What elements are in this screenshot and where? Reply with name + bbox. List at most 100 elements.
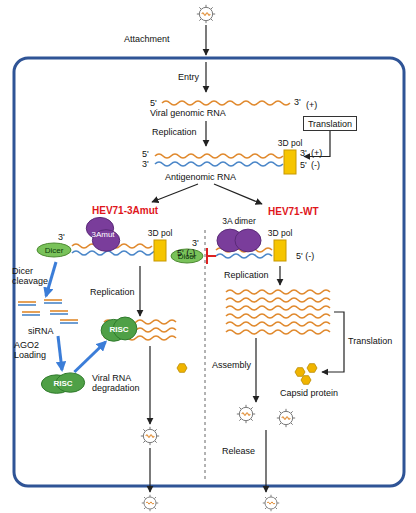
node-label: 3D pol	[146, 228, 174, 239]
polymerase-rect	[154, 240, 166, 261]
node-label: 3D pol	[276, 138, 304, 149]
sirna-strand	[18, 301, 36, 303]
text-label: 3'	[192, 238, 199, 248]
text-label: Release	[222, 446, 255, 456]
sirna-strand	[44, 302, 62, 304]
text-label: Dicer cleavage	[12, 266, 52, 286]
rna-strand	[226, 290, 330, 294]
text-label: HEV71-3Amut	[92, 205, 158, 216]
dicer-enzyme: Dicer	[36, 242, 72, 258]
flow-arrow	[265, 430, 266, 492]
process-box: Translation	[303, 116, 357, 131]
translation-bracket	[322, 312, 344, 372]
text-label: 5' (-)	[296, 251, 314, 261]
polymerase-rect	[274, 240, 286, 261]
node-shape	[276, 149, 304, 175]
virus-icon	[197, 5, 215, 23]
sirna-strand	[50, 313, 68, 315]
text-label: Viral genomic RNA	[150, 108, 226, 118]
rna-strand	[226, 314, 330, 318]
sirna-strand	[18, 304, 36, 306]
text-label: Attachment	[124, 34, 170, 44]
rna-strand	[226, 322, 330, 326]
polymerase: 3D pol	[276, 138, 304, 175]
node-text: Dicer	[36, 246, 72, 255]
node-shape	[266, 239, 294, 262]
text-label: Replication	[224, 270, 269, 280]
virus-icon	[141, 427, 159, 445]
flow-arrow	[139, 266, 140, 316]
rna-strand	[72, 251, 160, 255]
protein-3a-dimer: 3A dimer	[214, 216, 264, 254]
node-text: 3Amut	[84, 230, 122, 239]
node-shape	[214, 227, 264, 254]
text-label: siRNA	[28, 326, 54, 336]
flow-arrow	[255, 338, 256, 402]
polymerase: 3D pol	[266, 228, 294, 262]
text-label: Translation	[348, 336, 392, 346]
text-label: (-)	[311, 160, 320, 170]
text-label: 5' (-)	[177, 248, 195, 258]
text-label: (+)	[306, 100, 317, 110]
sirna-strand	[22, 314, 40, 316]
node-text: RISC	[100, 325, 138, 334]
text-label: Antigenomic RNA	[165, 172, 236, 182]
flow-arrow	[149, 448, 150, 492]
loading-arrow	[58, 336, 62, 370]
text-label: 3'	[294, 97, 301, 107]
node-label: 3D pol	[266, 228, 294, 239]
polymerase: 3D pol	[146, 228, 174, 262]
cell-membrane	[14, 58, 404, 486]
text-label: 5'	[150, 98, 157, 108]
rna-strand	[155, 154, 283, 158]
flow-arrow	[205, 121, 206, 146]
protein-oval	[235, 229, 261, 252]
sirna-strand	[60, 322, 78, 324]
rna-strand	[226, 298, 330, 302]
virus-icon	[263, 495, 280, 512]
polymerase-rect	[284, 150, 296, 174]
divider-line	[205, 230, 206, 482]
flow-arrow	[152, 184, 198, 202]
text-label: Replication	[152, 127, 197, 137]
virus-icon	[142, 495, 159, 512]
text-label: 5'	[142, 149, 149, 159]
node-text: RISC	[40, 379, 86, 388]
flow-arrow	[205, 25, 206, 55]
flow-arrow	[205, 62, 206, 92]
text-label: (+)	[311, 148, 322, 158]
sirna-strand	[44, 299, 62, 301]
text-label: 3'	[58, 232, 65, 242]
text-label: HEV71-WT	[268, 206, 319, 217]
capsid-hexagon	[301, 376, 311, 385]
text-label: Assembly	[212, 360, 251, 370]
capsid-hexagon	[295, 368, 305, 377]
rna-strand	[226, 306, 330, 310]
text-label: 5'	[300, 160, 307, 170]
rna-strand	[155, 162, 283, 166]
rna-strand	[162, 101, 290, 105]
dicer-shape	[171, 249, 203, 263]
virus-icon	[237, 405, 255, 423]
connector-arrow	[74, 342, 105, 372]
rna-strand	[216, 254, 272, 258]
text-label: AGO2 Loading	[14, 340, 54, 360]
inhibition-stem	[207, 255, 216, 257]
capsid-hexagon	[177, 364, 187, 373]
flow-arrow	[149, 346, 150, 424]
text-label: Viral RNA degradation	[92, 373, 148, 393]
text-label: 3'	[300, 148, 307, 158]
protein-3a-mutant: 3Amut	[84, 216, 122, 252]
risc-complex: RISC	[40, 372, 86, 394]
sirna-strand	[50, 310, 68, 312]
risc-complex: RISC	[100, 316, 138, 342]
flow-arrow	[214, 184, 262, 204]
sirna-strand	[60, 319, 78, 321]
dicer-shape	[37, 243, 71, 257]
text-label: Capsid protein	[280, 388, 338, 398]
flow-arrow	[279, 266, 280, 285]
virus-icon	[277, 409, 295, 427]
text-label: 3'	[142, 159, 149, 169]
node-text: Translation	[304, 119, 356, 128]
